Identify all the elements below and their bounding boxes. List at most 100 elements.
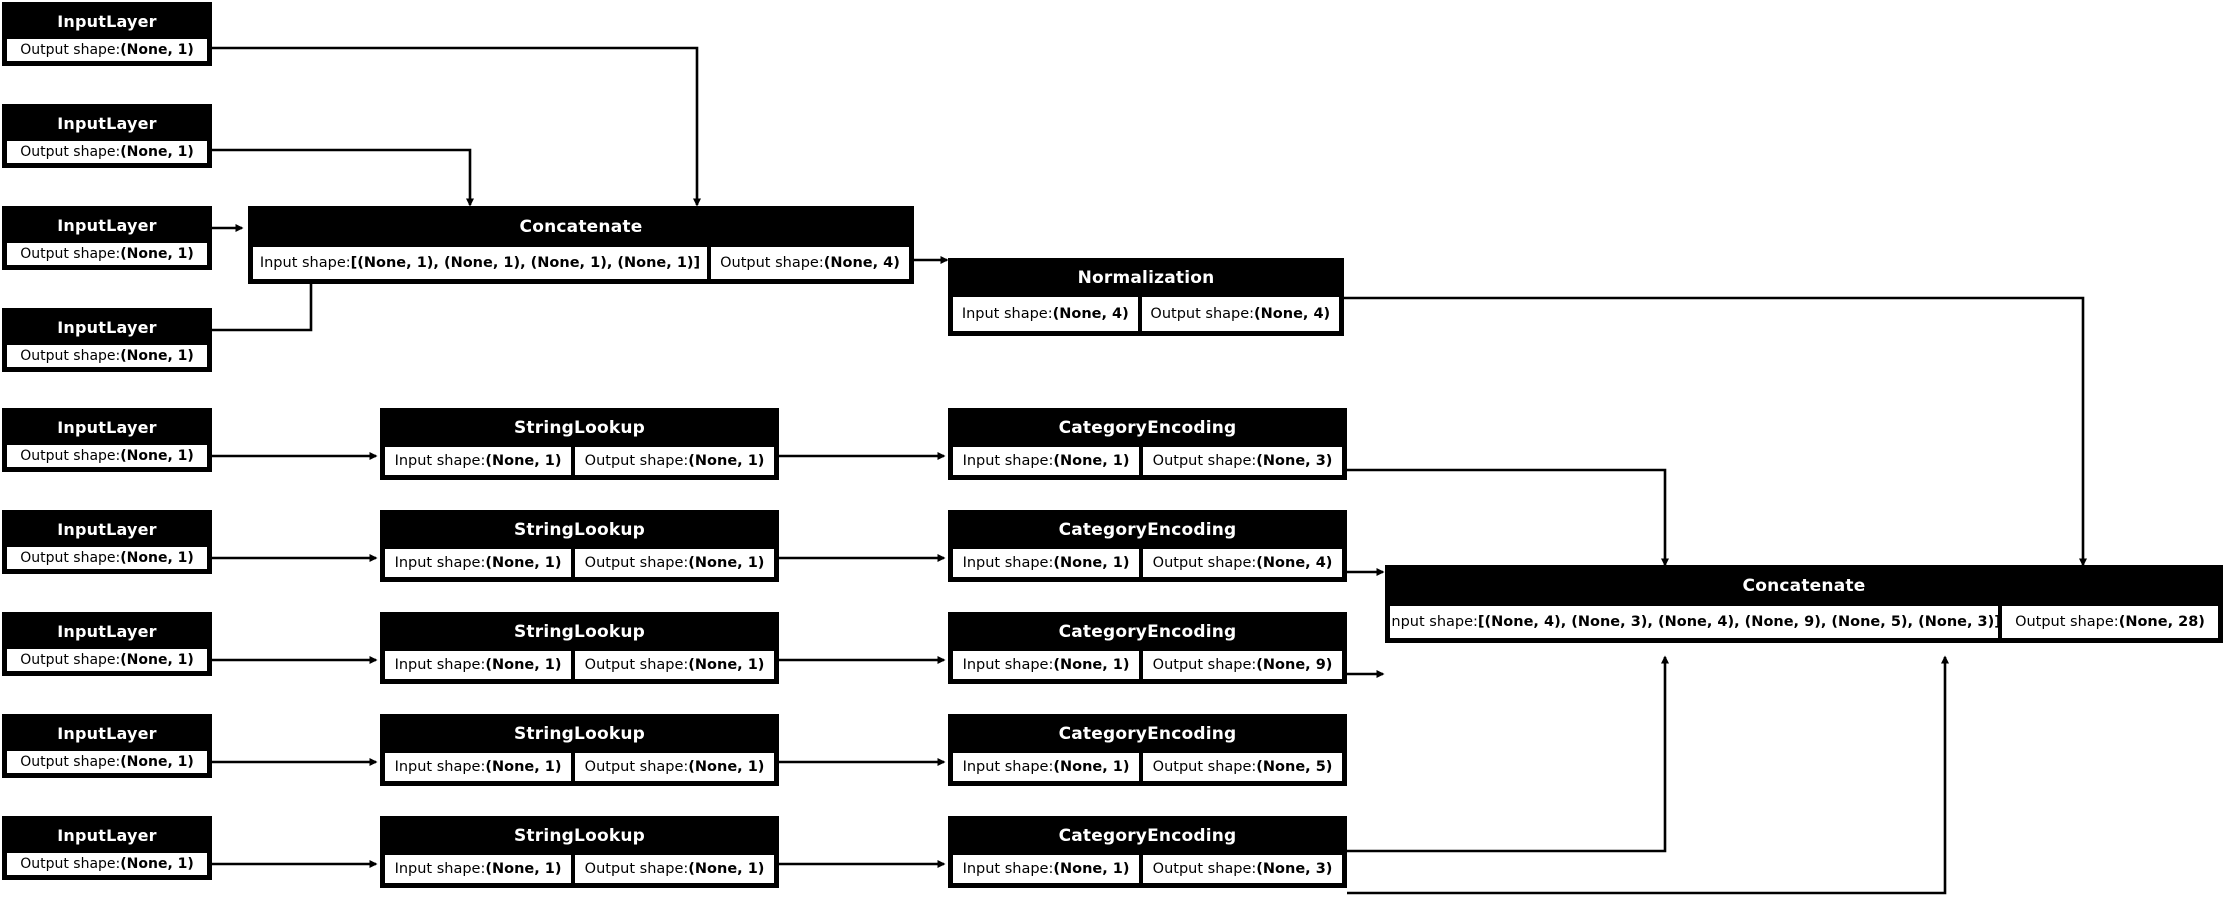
input-shape-cell: Input shape: (None, 1) [952,752,1141,782]
output-shape-cell: Output shape: (None, 5) [1142,752,1344,782]
node-shape-row: Output shape: (None, 1) [4,38,210,64]
input-shape-cell: Input shape: (None, 1) [952,446,1141,476]
node-normalization[interactable]: Normalization Input shape: (None, 4) Out… [948,258,1344,336]
edge-catenc5-to-concat2 [1347,655,1949,895]
node-title: CategoryEncoding [950,512,1345,548]
node-categoryencoding-5[interactable]: CategoryEncoding Input shape: (None, 1) … [948,816,1347,888]
output-shape-cell: Output shape: (None, 1) [574,446,776,476]
node-shape-row: Output shape: (None, 1) [4,852,210,878]
input-shape-cell: Input shape: [(None, 1), (None, 1), (Non… [252,246,708,280]
output-shape-cell: Output shape: (None, 4) [1142,548,1344,578]
node-categoryencoding-1[interactable]: CategoryEncoding Input shape: (None, 1) … [948,408,1347,480]
node-inputlayer-5[interactable]: InputLayer Output shape: (None, 1) [2,408,212,472]
node-title: InputLayer [4,716,210,750]
input-shape-cell: Input shape: (None, 4) [952,296,1139,332]
node-shape-row: Input shape: (None, 1) Output shape: (No… [950,650,1345,682]
node-inputlayer-1[interactable]: InputLayer Output shape: (None, 1) [2,2,212,66]
node-inputlayer-8[interactable]: InputLayer Output shape: (None, 1) [2,714,212,778]
node-title: InputLayer [4,818,210,852]
input-shape-cell: Input shape: (None, 1) [384,548,573,578]
output-shape-cell: Output shape: (None, 1) [6,444,208,468]
output-shape-cell: Output shape: (None, 4) [1140,296,1341,332]
node-title: InputLayer [4,512,210,546]
output-shape-cell: Output shape: (None, 1) [574,548,776,578]
node-title: CategoryEncoding [950,818,1345,854]
node-shape-row: Input shape: [(None, 1), (None, 1), (Non… [250,246,912,282]
output-shape-cell: Output shape: (None, 3) [1142,446,1344,476]
output-shape-cell: Output shape: (None, 1) [574,854,776,884]
output-shape-cell: Output shape: (None, 1) [574,752,776,782]
node-title: InputLayer [4,310,210,344]
edge-catenc4-to-concat2 [1347,655,1669,853]
node-inputlayer-3[interactable]: InputLayer Output shape: (None, 1) [2,206,212,270]
node-title: CategoryEncoding [950,614,1345,650]
node-title: InputLayer [4,410,210,444]
node-stringlookup-4[interactable]: StringLookup Input shape: (None, 1) Outp… [380,714,779,786]
input-shape-cell: Input shape: (None, 1) [384,650,573,680]
node-title: InputLayer [4,208,210,242]
node-inputlayer-2[interactable]: InputLayer Output shape: (None, 1) [2,104,212,168]
node-inputlayer-9[interactable]: InputLayer Output shape: (None, 1) [2,816,212,880]
node-shape-row: Output shape: (None, 1) [4,546,210,572]
node-shape-row: Output shape: (None, 1) [4,444,210,470]
node-stringlookup-5[interactable]: StringLookup Input shape: (None, 1) Outp… [380,816,779,888]
node-inputlayer-4[interactable]: InputLayer Output shape: (None, 1) [2,308,212,372]
node-title: CategoryEncoding [950,410,1345,446]
node-title: Normalization [950,260,1342,296]
node-inputlayer-7[interactable]: InputLayer Output shape: (None, 1) [2,612,212,676]
node-title: Concatenate [250,208,912,246]
output-shape-cell: Output shape: (None, 1) [6,344,208,368]
node-shape-row: Input shape: (None, 1) Output shape: (No… [382,752,777,784]
output-shape-cell: Output shape: (None, 28) [2001,605,2219,639]
node-shape-row: Output shape: (None, 1) [4,344,210,370]
node-shape-row: Output shape: (None, 1) [4,140,210,166]
node-stringlookup-2[interactable]: StringLookup Input shape: (None, 1) Outp… [380,510,779,582]
node-stringlookup-3[interactable]: StringLookup Input shape: (None, 1) Outp… [380,612,779,684]
node-shape-row: Output shape: (None, 1) [4,750,210,776]
node-shape-row: Output shape: (None, 1) [4,242,210,268]
node-title: StringLookup [382,410,777,446]
node-shape-row: Input shape: (None, 1) Output shape: (No… [382,650,777,682]
output-shape-cell: Output shape: (None, 1) [6,648,208,672]
node-title: InputLayer [4,106,210,140]
input-shape-cell: Input shape: (None, 1) [384,752,573,782]
node-categoryencoding-4[interactable]: CategoryEncoding Input shape: (None, 1) … [948,714,1347,786]
node-stringlookup-1[interactable]: StringLookup Input shape: (None, 1) Outp… [380,408,779,480]
node-shape-row: Input shape: (None, 1) Output shape: (No… [382,854,777,886]
node-title: CategoryEncoding [950,716,1345,752]
output-shape-cell: Output shape: (None, 1) [6,750,208,774]
node-title: StringLookup [382,818,777,854]
edge-in2-to-concat1 [212,148,474,207]
node-shape-row: Output shape: (None, 1) [4,648,210,674]
output-shape-cell: Output shape: (None, 1) [574,650,776,680]
node-categoryencoding-2[interactable]: CategoryEncoding Input shape: (None, 1) … [948,510,1347,582]
node-title: Concatenate [1387,567,2221,605]
input-shape-cell: Input shape: (None, 1) [952,854,1141,884]
edge-in1-to-concat1 [212,46,701,207]
node-title: StringLookup [382,614,777,650]
node-concatenate-1[interactable]: Concatenate Input shape: [(None, 1), (No… [248,206,914,284]
node-shape-row: Input shape: (None, 4) Output shape: (No… [950,296,1342,334]
node-categoryencoding-3[interactable]: CategoryEncoding Input shape: (None, 1) … [948,612,1347,684]
output-shape-cell: Output shape: (None, 1) [6,546,208,570]
node-shape-row: Input shape: (None, 1) Output shape: (No… [950,548,1345,580]
output-shape-cell: Output shape: (None, 1) [6,140,208,164]
output-shape-cell: Output shape: (None, 9) [1142,650,1344,680]
node-concatenate-2[interactable]: Concatenate Input shape: [(None, 4), (No… [1385,565,2223,643]
node-title: InputLayer [4,614,210,648]
node-title: InputLayer [4,4,210,38]
node-inputlayer-6[interactable]: InputLayer Output shape: (None, 1) [2,510,212,574]
input-shape-cell: Input shape: (None, 1) [384,446,573,476]
output-shape-cell: Output shape: (None, 4) [710,246,910,280]
node-title: StringLookup [382,716,777,752]
node-shape-row: Input shape: (None, 1) Output shape: (No… [950,752,1345,784]
input-shape-cell: Input shape: (None, 1) [384,854,573,884]
node-shape-row: Input shape: (None, 1) Output shape: (No… [950,446,1345,478]
node-shape-row: Input shape: (None, 1) Output shape: (No… [950,854,1345,886]
input-shape-cell: Input shape: [(None, 4), (None, 3), (Non… [1389,605,1999,639]
edge-normalization-to-concat2 [1344,296,2087,567]
output-shape-cell: Output shape: (None, 3) [1142,854,1344,884]
node-shape-row: Input shape: (None, 1) Output shape: (No… [382,446,777,478]
input-shape-cell: Input shape: (None, 1) [952,548,1141,578]
node-shape-row: Input shape: (None, 1) Output shape: (No… [382,548,777,580]
